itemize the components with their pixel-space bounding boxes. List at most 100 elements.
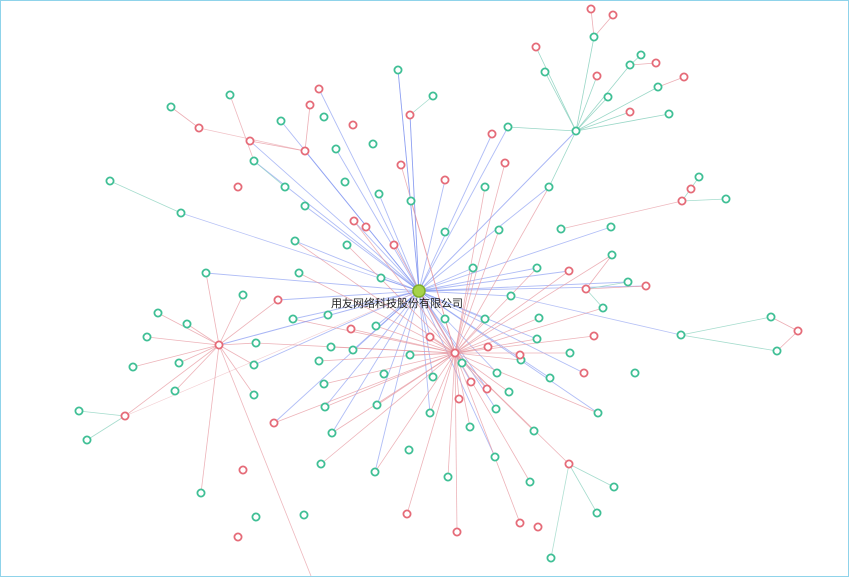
center-node-group[interactable]: 用友网络科技股份有限公司	[331, 284, 463, 310]
graph-node-green[interactable]	[440, 314, 450, 324]
graph-node-red[interactable]	[273, 295, 283, 305]
graph-node-green[interactable]	[592, 508, 602, 518]
graph-node-green[interactable]	[379, 369, 389, 379]
graph-node-green[interactable]	[405, 350, 415, 360]
graph-node-green[interactable]	[105, 176, 115, 186]
graph-node-green[interactable]	[545, 373, 555, 383]
graph-node-green[interactable]	[721, 194, 731, 204]
graph-node-green[interactable]	[342, 240, 352, 250]
graph-node-red[interactable]	[579, 368, 589, 378]
graph-node-red[interactable]	[586, 4, 596, 14]
graph-node-green[interactable]	[598, 303, 608, 313]
graph-node-green[interactable]	[694, 172, 704, 182]
graph-node-green[interactable]	[320, 402, 330, 412]
graph-node-red[interactable]	[515, 518, 525, 528]
graph-node-green[interactable]	[251, 338, 261, 348]
graph-node-red[interactable]	[425, 332, 435, 342]
graph-node-green[interactable]	[319, 112, 329, 122]
graph-node-green[interactable]	[571, 126, 581, 136]
graph-node-green[interactable]	[174, 358, 184, 368]
graph-node-red[interactable]	[450, 348, 460, 358]
graph-node-green[interactable]	[565, 348, 575, 358]
graph-node-green[interactable]	[589, 32, 599, 42]
graph-node-green[interactable]	[540, 67, 550, 77]
graph-node-green[interactable]	[607, 250, 617, 260]
graph-node-green[interactable]	[623, 277, 633, 287]
graph-node-red[interactable]	[686, 184, 696, 194]
graph-node-red[interactable]	[531, 42, 541, 52]
graph-node-red[interactable]	[361, 222, 371, 232]
graph-node-red[interactable]	[233, 532, 243, 542]
graph-node-green[interactable]	[348, 345, 358, 355]
graph-node-green[interactable]	[468, 263, 478, 273]
graph-node-green[interactable]	[128, 362, 138, 372]
graph-node-green[interactable]	[276, 116, 286, 126]
graph-node-green[interactable]	[404, 445, 414, 455]
graph-node-red[interactable]	[405, 110, 415, 120]
graph-node-red[interactable]	[592, 71, 602, 81]
graph-node-red[interactable]	[402, 509, 412, 519]
graph-node-red[interactable]	[233, 182, 243, 192]
graph-node-red[interactable]	[482, 384, 492, 394]
graph-node-red[interactable]	[677, 196, 687, 206]
graph-node-green[interactable]	[300, 201, 310, 211]
graph-node-green[interactable]	[371, 321, 381, 331]
graph-node-green[interactable]	[153, 308, 163, 318]
graph-node-green[interactable]	[331, 144, 341, 154]
graph-node-green[interactable]	[374, 189, 384, 199]
graph-node-green[interactable]	[529, 426, 539, 436]
graph-node-green[interactable]	[327, 428, 337, 438]
graph-node-green[interactable]	[664, 109, 674, 119]
graph-node-green[interactable]	[425, 408, 435, 418]
graph-node-red[interactable]	[389, 240, 399, 250]
graph-node-green[interactable]	[316, 459, 326, 469]
graph-node-green[interactable]	[630, 368, 640, 378]
graph-node-red[interactable]	[483, 342, 493, 352]
graph-node-green[interactable]	[290, 236, 300, 246]
graph-node-green[interactable]	[326, 342, 336, 352]
graph-node-red[interactable]	[348, 120, 358, 130]
graph-node-red[interactable]	[651, 58, 661, 68]
graph-node-red[interactable]	[305, 100, 315, 110]
graph-node-green[interactable]	[74, 406, 84, 416]
graph-node-red[interactable]	[440, 175, 450, 185]
graph-node-green[interactable]	[603, 92, 613, 102]
graph-node-green[interactable]	[503, 122, 513, 132]
graph-node-red[interactable]	[625, 107, 635, 117]
graph-node-green[interactable]	[166, 102, 176, 112]
graph-node-green[interactable]	[492, 368, 502, 378]
graph-node-red[interactable]	[641, 281, 651, 291]
graph-node-green[interactable]	[525, 477, 535, 487]
graph-node-green[interactable]	[593, 408, 603, 418]
graph-node-red[interactable]	[679, 72, 689, 82]
graph-node-green[interactable]	[182, 319, 192, 329]
graph-node-green[interactable]	[480, 182, 490, 192]
graph-node-green[interactable]	[440, 227, 450, 237]
graph-node-green[interactable]	[370, 467, 380, 477]
graph-node-green[interactable]	[176, 208, 186, 218]
graph-node-red[interactable]	[349, 216, 359, 226]
graph-node-green[interactable]	[556, 224, 566, 234]
graph-node-red[interactable]	[346, 324, 356, 334]
graph-node-green[interactable]	[490, 452, 500, 462]
graph-node-green[interactable]	[251, 512, 261, 522]
graph-node-green[interactable]	[772, 346, 782, 356]
graph-node-red[interactable]	[533, 522, 543, 532]
graph-node-red[interactable]	[238, 465, 248, 475]
graph-node-green[interactable]	[249, 360, 259, 370]
graph-node-green[interactable]	[457, 358, 467, 368]
graph-node-red[interactable]	[396, 160, 406, 170]
graph-node-green[interactable]	[280, 182, 290, 192]
graph-node-green[interactable]	[323, 310, 333, 320]
graph-node-green[interactable]	[372, 400, 382, 410]
graph-node-red[interactable]	[269, 418, 279, 428]
graph-node-green[interactable]	[340, 177, 350, 187]
graph-node-green[interactable]	[428, 372, 438, 382]
graph-node-red[interactable]	[564, 266, 574, 276]
graph-node-green[interactable]	[314, 356, 324, 366]
graph-node-green[interactable]	[532, 334, 542, 344]
graph-node-red[interactable]	[487, 129, 497, 139]
graph-node-green[interactable]	[406, 196, 416, 206]
graph-node-green[interactable]	[196, 488, 206, 498]
graph-node-green[interactable]	[606, 222, 616, 232]
